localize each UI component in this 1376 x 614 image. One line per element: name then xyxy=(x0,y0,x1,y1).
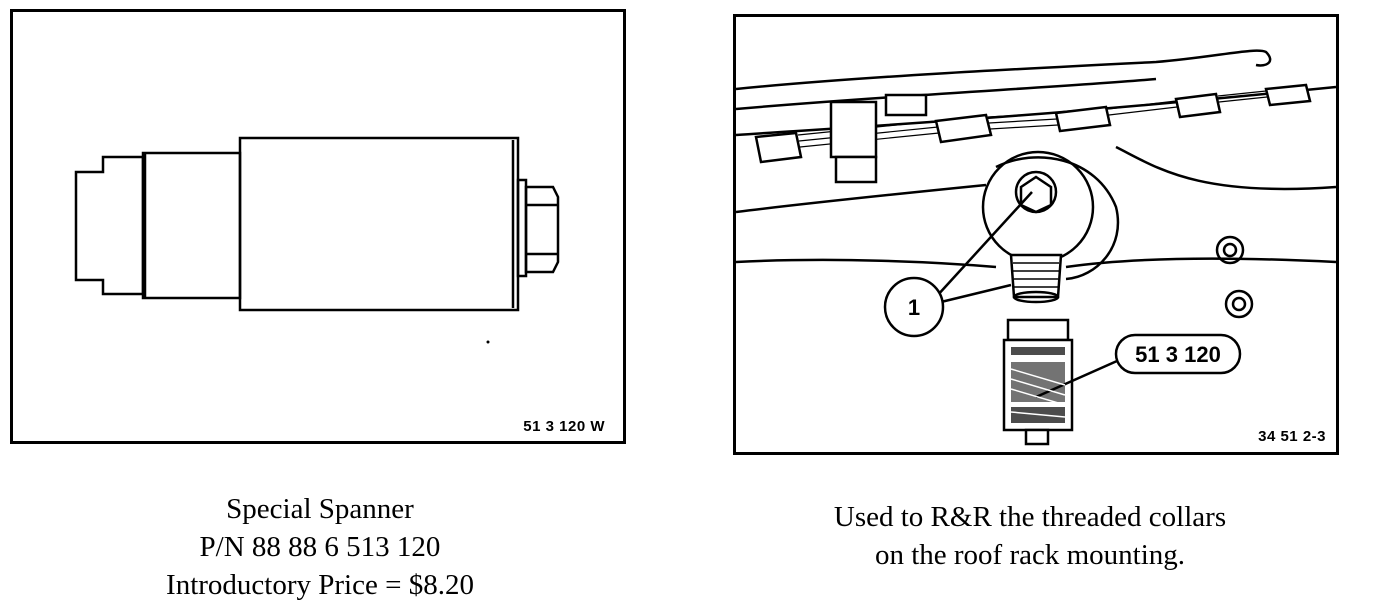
usage-caption: Used to R&R the threaded collars on the … xyxy=(720,498,1340,574)
figure-number: 34 51 2-3 xyxy=(1258,428,1326,445)
spanner-drawing xyxy=(74,136,560,344)
spanner-body xyxy=(238,136,520,312)
caption-title: Special Spanner xyxy=(226,493,414,525)
caption-part-number: P/N 88 88 6 513 120 xyxy=(199,531,441,563)
spanner-nose xyxy=(74,155,145,296)
caption-usage-line-2: on the roof rack mounting. xyxy=(874,539,1186,571)
figure-number: 51 3 120 W xyxy=(523,418,605,435)
roof-rack-figure: 1 51 3 120 34 51 2-3 xyxy=(733,14,1339,455)
callout-tool-number: 51 3 120 xyxy=(1135,342,1221,367)
callout-1: 1 xyxy=(908,295,920,320)
spanner-figure: 51 3 120 W xyxy=(10,9,626,444)
roof-rack-drawing: 1 51 3 120 xyxy=(736,49,1336,446)
caption-price: Introductory Price = $8.20 xyxy=(166,569,474,601)
caption-usage-line-1: Used to R&R the threaded collars xyxy=(833,501,1227,533)
spanner-collar xyxy=(141,151,242,300)
hex-drive xyxy=(524,185,560,274)
spanner-caption: Special Spanner P/N 88 88 6 513 120 Intr… xyxy=(60,490,580,604)
